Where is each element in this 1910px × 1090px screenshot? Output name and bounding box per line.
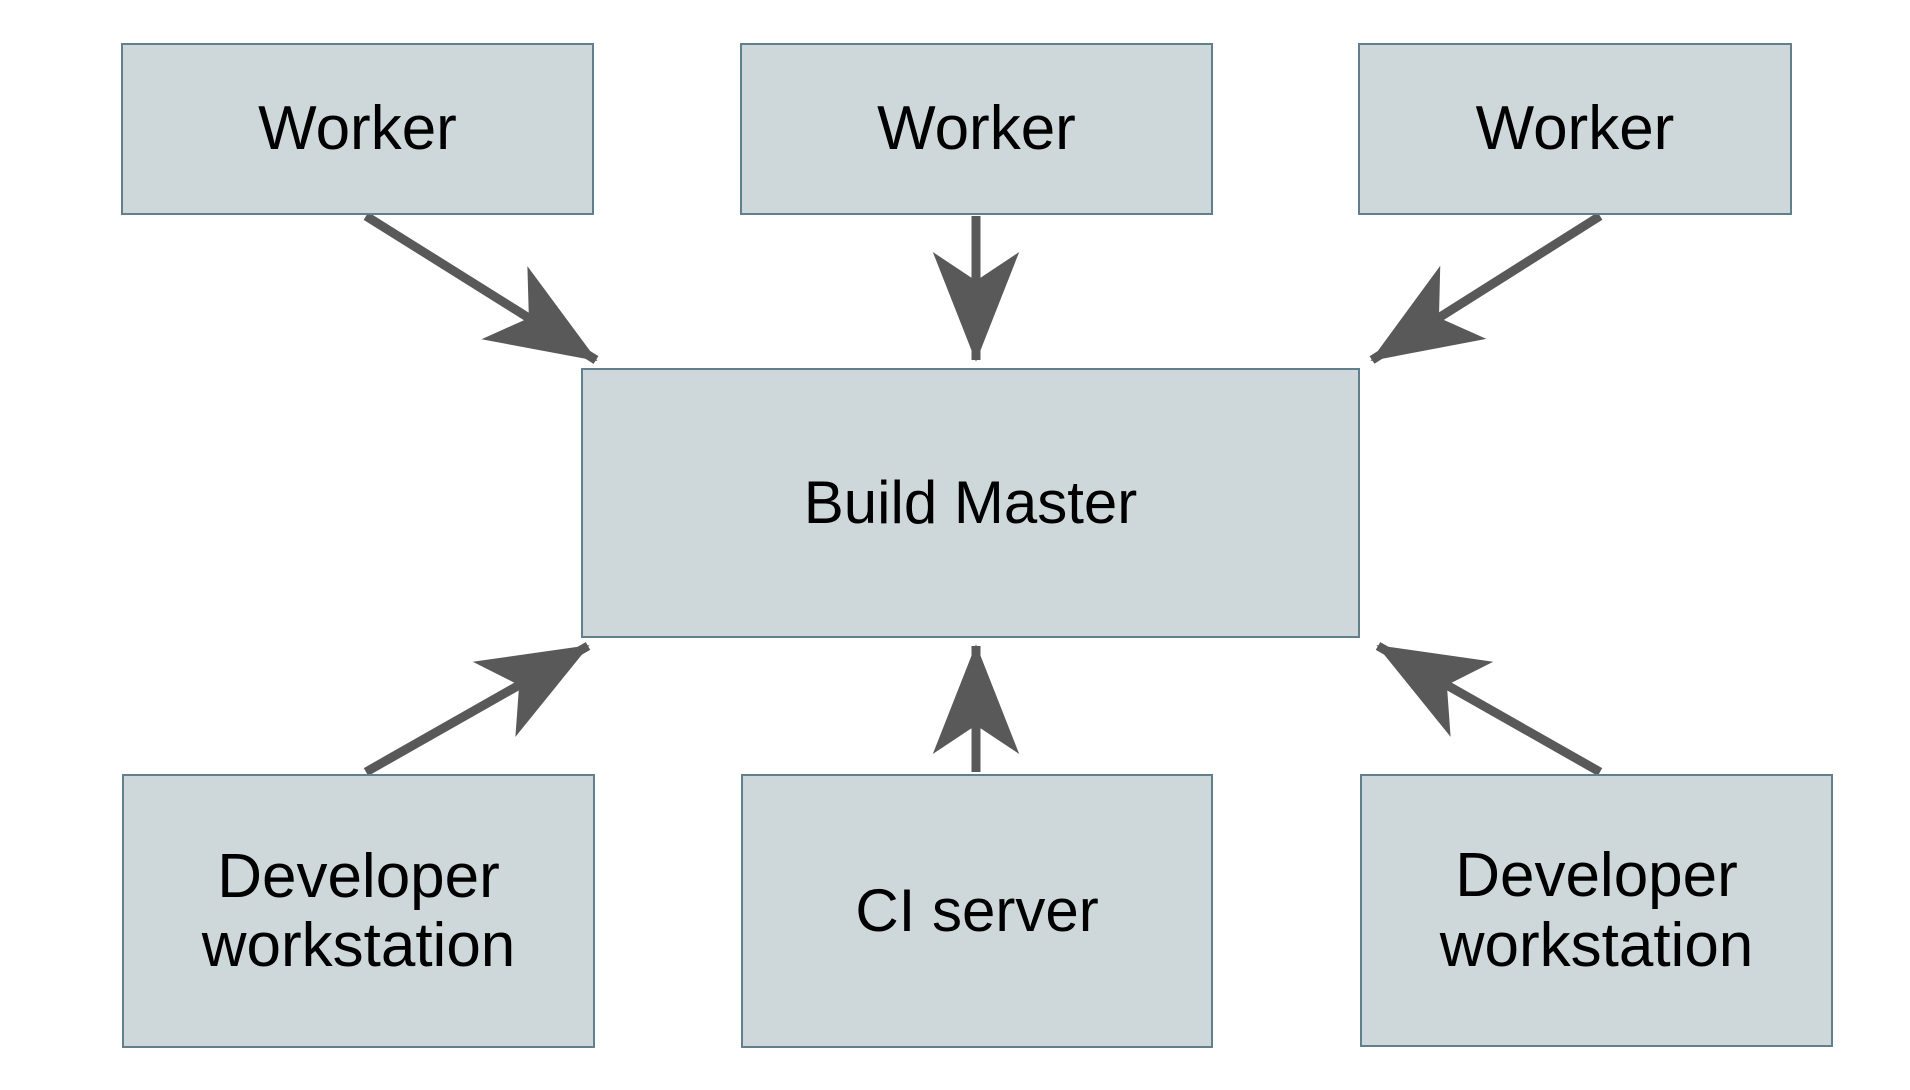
node-worker-1-label: Worker	[258, 94, 457, 164]
node-ci-server-label: CI server	[855, 877, 1099, 945]
node-worker-2[interactable]: Worker	[740, 43, 1213, 215]
node-build-master-label: Build Master	[803, 469, 1138, 537]
node-worker-3[interactable]: Worker	[1358, 43, 1792, 215]
node-worker-1[interactable]: Worker	[121, 43, 594, 215]
node-ci-server[interactable]: CI server	[741, 774, 1213, 1048]
node-worker-3-label: Worker	[1475, 94, 1675, 164]
node-dev-workstation-right-label: Developer workstation	[1439, 841, 1754, 980]
edge-dev-workstation-left-to-build-master	[363, 642, 591, 776]
edge-dev-workstation-right-to-build-master	[1375, 642, 1603, 776]
node-build-master[interactable]: Build Master	[581, 368, 1360, 638]
node-dev-workstation-left[interactable]: Developer workstation	[122, 774, 595, 1048]
node-dev-workstation-right[interactable]: Developer workstation	[1360, 774, 1833, 1047]
edge-worker-1-to-build-master	[363, 212, 599, 364]
edge-worker-3-to-build-master	[1369, 212, 1603, 364]
node-dev-workstation-left-label: Developer workstation	[201, 841, 516, 980]
node-worker-2-label: Worker	[877, 94, 1076, 164]
